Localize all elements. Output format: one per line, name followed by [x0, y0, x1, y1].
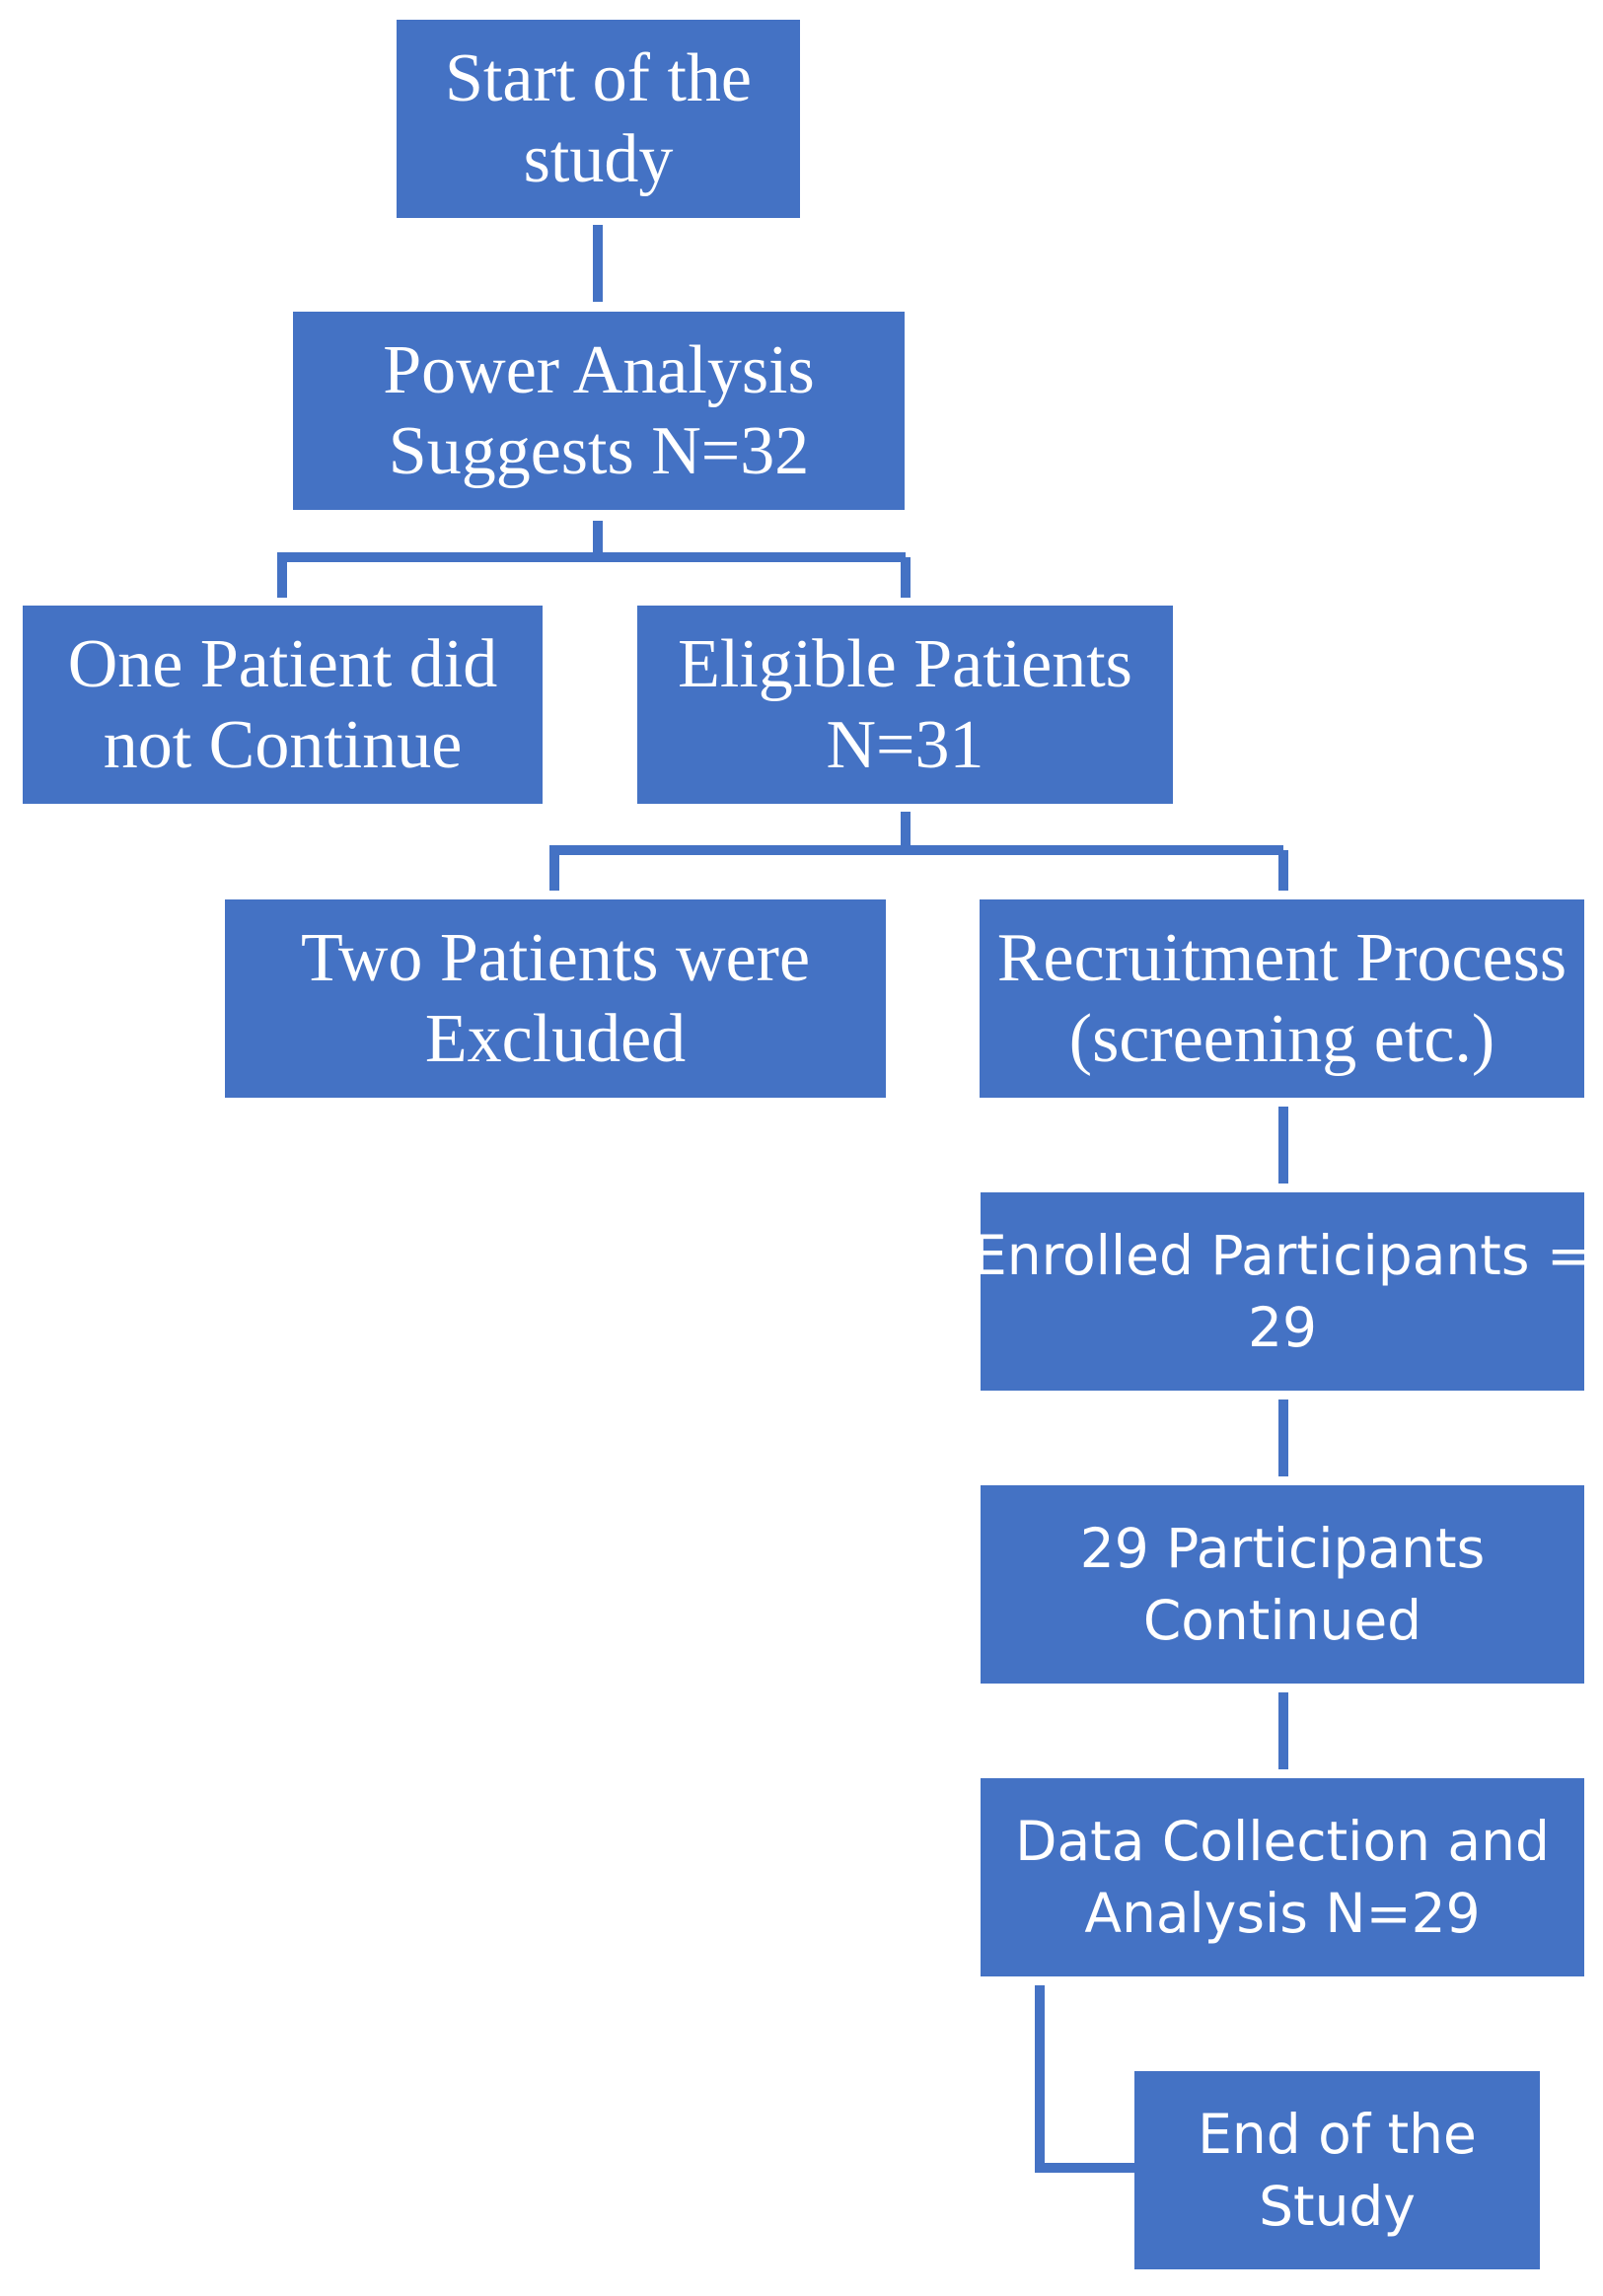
- eligible-patients-box: Eligible Patients N=31: [637, 606, 1173, 804]
- eligible-patients-line-1: Eligible Patients: [678, 625, 1132, 702]
- start-of-study-line-1: Start of the: [444, 39, 753, 116]
- data-collection-box: Data Collection and Analysis N=29: [981, 1778, 1584, 1976]
- recruitment-process-box: Recruitment Process (screening etc.): [980, 899, 1584, 1098]
- continued-line-1: 29 Participants: [1079, 1516, 1486, 1580]
- connector-power-branch: [277, 521, 603, 598]
- start-of-study-box: Start of the study: [397, 20, 800, 218]
- one-patient-line-1: One Patient did: [67, 625, 498, 702]
- one-patient-line-2: not Continue: [103, 706, 463, 783]
- connector-data-to-end: [1035, 1985, 1134, 2173]
- one-patient-did-not-continue-box: One Patient did not Continue: [23, 606, 543, 804]
- two-patients-line-2: Excluded: [424, 1000, 687, 1077]
- end-of-study-box: End of the Study: [1134, 2071, 1540, 2269]
- eligible-patients-line-2: N=31: [826, 706, 984, 783]
- end-of-study-line-2: Study: [1259, 2174, 1416, 2238]
- enrolled-line-2: 29: [1248, 1295, 1317, 1359]
- two-patients-line-1: Two Patients were: [300, 919, 811, 996]
- start-of-study-line-2: study: [523, 120, 674, 197]
- connector-eligible-branch: [549, 812, 911, 891]
- enrolled-participants-box: Enrolled Participants = 29: [973, 1192, 1592, 1391]
- enrolled-line-1: Enrolled Participants =: [972, 1223, 1593, 1287]
- power-analysis-line-1: Power Analysis: [383, 331, 815, 408]
- recruitment-line-2: (screening etc.): [1068, 1000, 1495, 1077]
- end-of-study-line-1: End of the: [1198, 2102, 1477, 2166]
- participants-continued-box: 29 Participants Continued: [981, 1485, 1584, 1684]
- recruitment-line-1: Recruitment Process: [996, 919, 1567, 996]
- continued-line-2: Continued: [1142, 1588, 1422, 1652]
- power-analysis-line-2: Suggests N=32: [388, 412, 810, 489]
- two-patients-excluded-box: Two Patients were Excluded: [225, 899, 886, 1098]
- data-collection-line-2: Analysis N=29: [1084, 1881, 1481, 1945]
- data-collection-line-1: Data Collection and: [1015, 1809, 1550, 1873]
- power-analysis-box: Power Analysis Suggests N=32: [293, 312, 905, 510]
